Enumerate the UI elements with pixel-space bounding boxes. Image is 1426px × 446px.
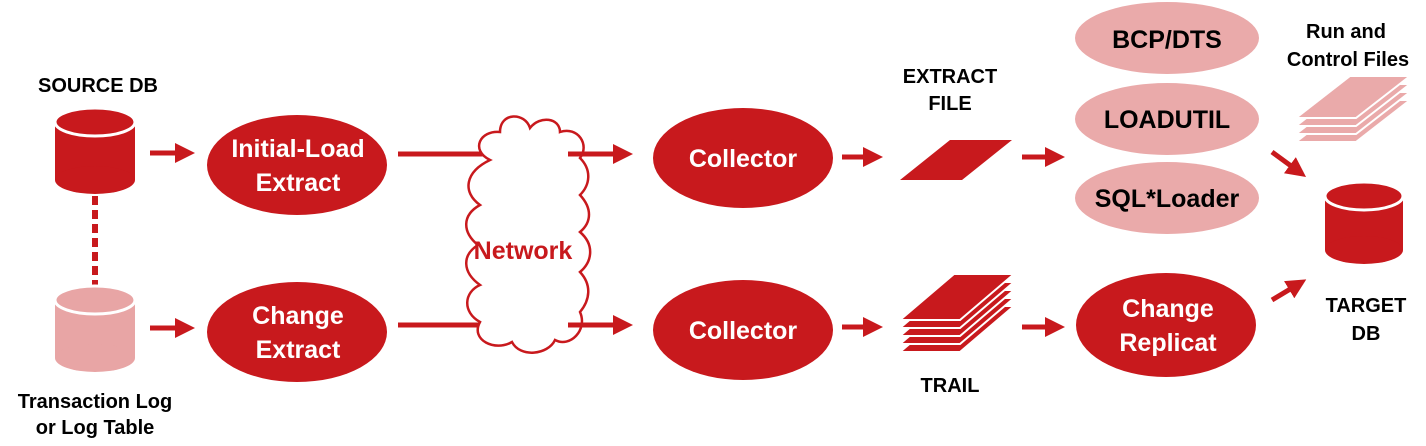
change-replicat-node [1076,273,1256,377]
arrow-control-files-to-target [1270,149,1307,177]
change-extract-node [207,282,387,382]
change-replicat-label-line1: Change [1122,295,1214,323]
source-db-label: SOURCE DB [38,75,158,97]
trail-icon [897,273,1017,353]
sql-loader-node [1075,162,1259,234]
network-cloud-icon [465,115,592,354]
transaction-log-icon [53,284,137,372]
initial-load-label-line2: Extract [256,169,341,197]
initial-load-extract-node [207,115,387,215]
target-db-label-line1: TARGET [1326,295,1407,317]
change-extract-label-line1: Change [252,302,344,330]
initial-load-label-line1: Initial-Load [231,135,364,163]
loadutil-label: LOADUTIL [1104,106,1230,134]
run-control-label-line2: Control Files [1287,49,1409,71]
change-replicat-label-line2: Replicat [1119,329,1217,357]
extract-file-label-line1: EXTRACT [903,66,997,88]
trail-label: TRAIL [921,375,980,397]
extract-file-icon [900,140,1012,180]
collector-top-label: Collector [689,145,798,173]
collector-top-node [653,108,833,208]
bcp-dts-label: BCP/DTS [1112,26,1222,54]
run-control-files-icon [1293,75,1413,143]
collector-bottom-node [653,280,833,380]
transaction-log-label-line1: Transaction Log [18,391,172,413]
transaction-log-label-line2: or Log Table [36,417,155,439]
run-control-label-line1: Run and [1306,21,1386,43]
target-db-label-line2: DB [1352,323,1381,345]
arrow-replicat-to-target [1270,279,1307,303]
change-extract-label-line2: Extract [256,336,341,364]
loadutil-node [1075,83,1259,155]
extract-file-label-line2: FILE [928,93,971,115]
collector-bottom-label: Collector [689,317,798,345]
sql-loader-label: SQL*Loader [1095,185,1240,213]
target-db-icon [1323,180,1405,264]
bcp-dts-node [1075,2,1259,74]
network-label: Network [474,237,573,265]
source-db-icon [53,106,137,194]
